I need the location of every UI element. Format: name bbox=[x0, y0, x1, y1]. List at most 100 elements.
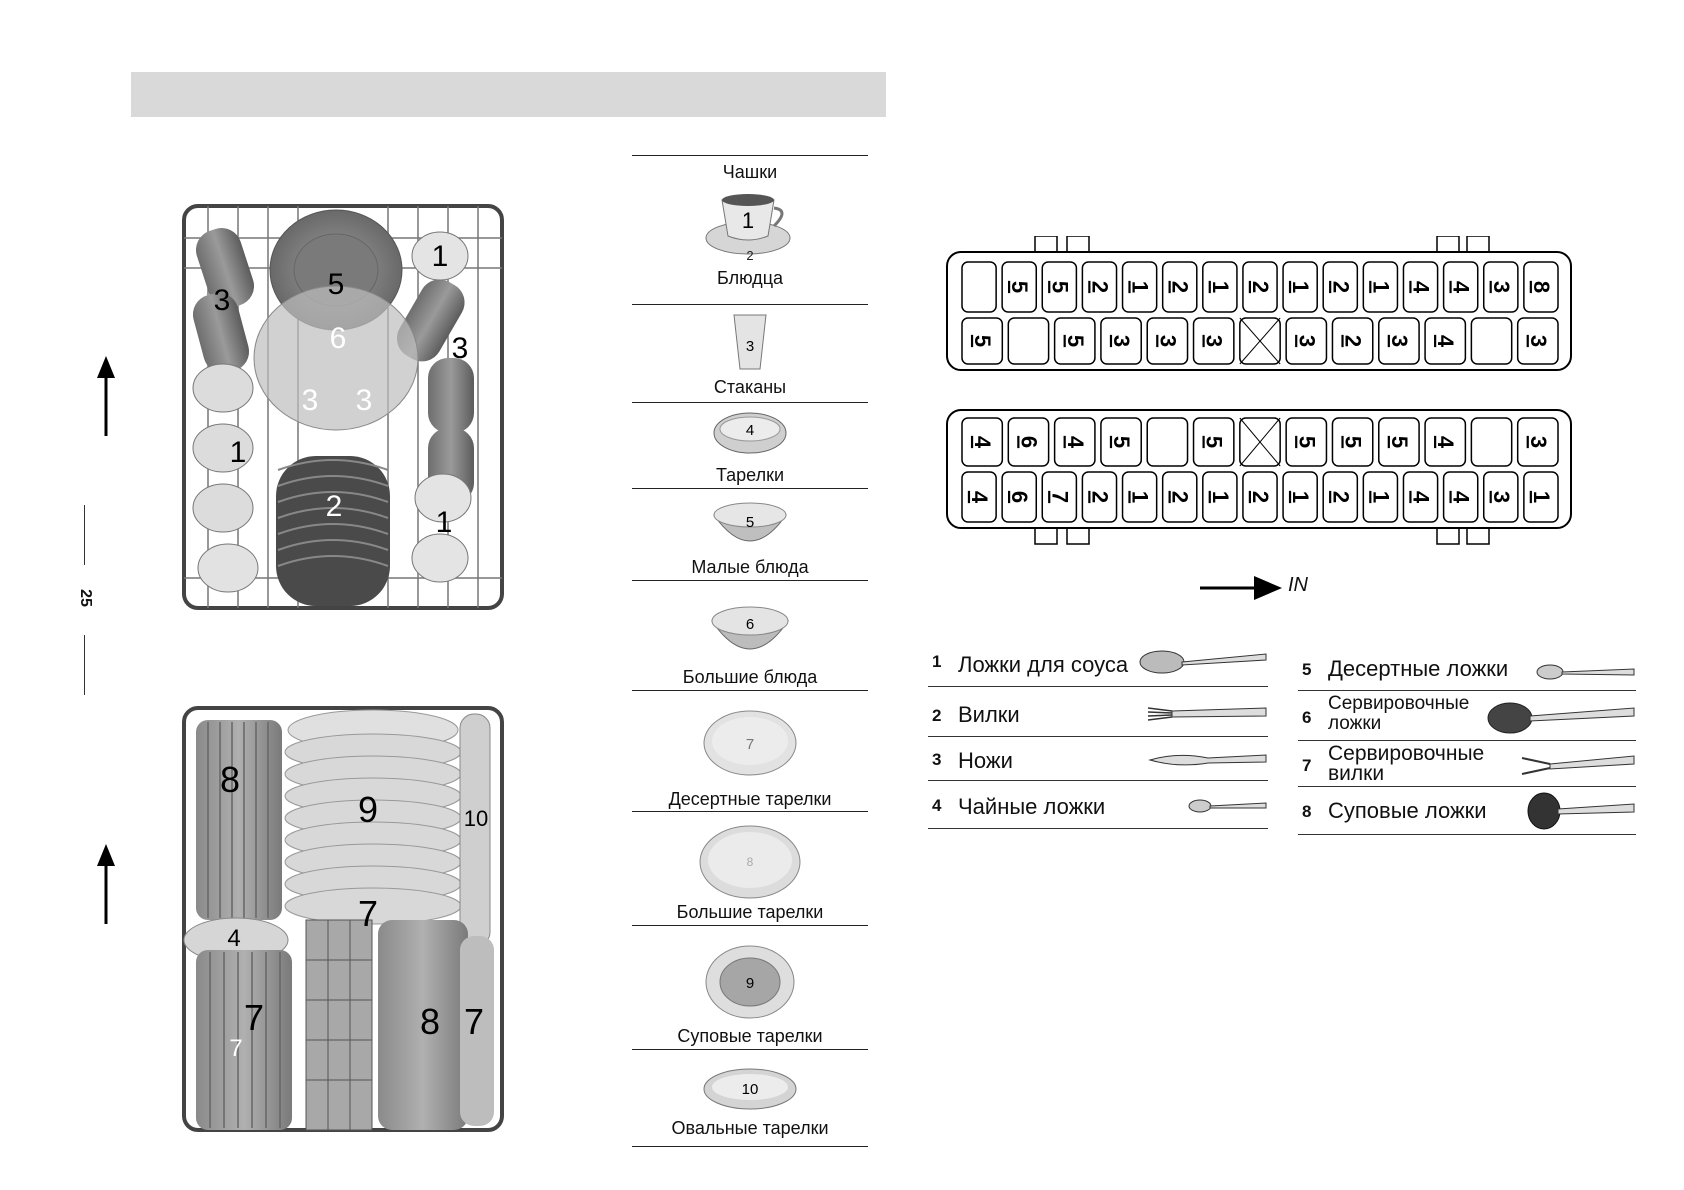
basket-slot: 3 bbox=[1482, 261, 1519, 313]
basket-slot: 4 bbox=[1053, 417, 1096, 467]
basket-clip bbox=[1034, 527, 1058, 545]
rack-label: 5 bbox=[328, 268, 345, 301]
rack-label: 2 bbox=[326, 490, 343, 523]
basket-clip bbox=[1466, 235, 1490, 253]
basket-slot: 1 bbox=[1121, 261, 1158, 313]
slot-label: 3 bbox=[1294, 335, 1319, 347]
basket-slot: 4 bbox=[1424, 417, 1467, 467]
basket-slot: 4 bbox=[961, 471, 997, 523]
basket-slot: 3 bbox=[1516, 317, 1559, 365]
basket-slot: 4 bbox=[1402, 471, 1439, 523]
cutlery-num: 8 bbox=[1302, 802, 1312, 821]
upper-rack-labels: 5 6 3 3 1 3 3 1 2 1 1 bbox=[214, 240, 469, 599]
basket-slot bbox=[1007, 317, 1050, 365]
cutlery-num: 6 bbox=[1302, 708, 1312, 727]
slot-label: 8 bbox=[1529, 281, 1554, 293]
basket-slot: 2 bbox=[1322, 261, 1359, 313]
bowl-icon: 5 bbox=[713, 502, 787, 542]
basket-slot: 1 bbox=[1362, 471, 1399, 523]
cutlery-legend-item: 2 Вилки bbox=[928, 686, 1268, 737]
lower-rack-labels: 8 9 10 4 7 7 7 8 7 bbox=[220, 759, 488, 1062]
rack-label: 1 bbox=[436, 506, 453, 539]
plate-icon: 8 bbox=[699, 825, 801, 899]
knife-icon bbox=[1148, 754, 1267, 766]
basket-slot bbox=[961, 261, 997, 313]
basket-slot: 1 bbox=[1282, 261, 1318, 313]
cutlery-num: 3 bbox=[932, 750, 942, 769]
slot-label: 3 bbox=[1489, 491, 1514, 503]
basket-slot bbox=[1146, 417, 1189, 467]
basket-slot: 2 bbox=[1331, 317, 1374, 365]
basket-slot: 8 bbox=[1523, 261, 1559, 313]
slot-label: 1 bbox=[1368, 491, 1393, 503]
cutlery-num: 1 bbox=[932, 652, 942, 671]
basket-slot: 6 bbox=[1007, 417, 1050, 467]
basket-slot: 2 bbox=[1242, 261, 1278, 313]
slot-label: 2 bbox=[1248, 491, 1273, 503]
slot-label: 1 bbox=[1208, 281, 1233, 293]
slot-label: 2 bbox=[1087, 281, 1112, 293]
basket-slot bbox=[1470, 317, 1513, 365]
rack-label: 7 bbox=[229, 1035, 242, 1062]
fork-icon bbox=[1148, 707, 1267, 721]
rack-label: 3 bbox=[452, 332, 469, 365]
cutlery-legend-item: 8 Суповые ложки bbox=[1298, 786, 1636, 835]
slot-label: 2 bbox=[1328, 281, 1353, 293]
slot-label: 2 bbox=[1341, 335, 1366, 347]
basket-slot: 3 bbox=[1482, 471, 1519, 523]
slot-label: 3 bbox=[1109, 335, 1134, 347]
slot-label: 1 bbox=[1128, 491, 1153, 503]
basket-clip bbox=[1436, 235, 1460, 253]
rack-label: 1 bbox=[448, 597, 449, 599]
slot-label: 3 bbox=[1155, 335, 1180, 347]
dish-label: Стаканы bbox=[713, 377, 787, 397]
dish-legend-item: 7 Десертные тарелки bbox=[632, 690, 868, 812]
dish-legend: Чашки 1 2 Блюдца 3 Стаканы 4 Тарелки bbox=[632, 155, 868, 1147]
rack-label: 3 bbox=[356, 384, 373, 417]
basket-slot: 2 bbox=[1161, 471, 1198, 523]
cutlery-legend-left: 1 Ложки для соуса 2 Вилки 3 Ножи 4 Чайны… bbox=[928, 640, 1268, 830]
svg-text:6: 6 bbox=[746, 616, 754, 633]
cutlery-name: Десертные ложки bbox=[1328, 656, 1509, 681]
basket-slot bbox=[1470, 417, 1513, 467]
cutlery-num: 7 bbox=[1302, 756, 1312, 775]
svg-text:1: 1 bbox=[742, 208, 754, 233]
dish-num: 2 bbox=[746, 248, 754, 263]
slot-label: 5 bbox=[1063, 335, 1088, 347]
cutlery-num: 2 bbox=[932, 706, 942, 725]
cutlery-legend-item: 1 Ложки для соуса bbox=[928, 640, 1268, 687]
basket-slot: 5 bbox=[1331, 417, 1374, 467]
slot-label: 4 bbox=[1409, 281, 1434, 294]
cutlery-name: Сервировочные ложки bbox=[1328, 693, 1470, 734]
slot-label: 4 bbox=[1449, 281, 1474, 294]
svg-text:8: 8 bbox=[747, 855, 754, 869]
slot-label: 3 bbox=[1526, 335, 1551, 347]
dish-legend-item: 6 Большие блюда bbox=[632, 580, 868, 691]
arrow-up-icon bbox=[97, 844, 115, 924]
serving-fork-icon bbox=[1521, 755, 1635, 775]
basket-slot: 3 bbox=[1100, 317, 1142, 365]
page-number-block: 25 bbox=[68, 505, 102, 695]
slot-label: 5 bbox=[970, 335, 995, 347]
slot-label: 5 bbox=[1007, 281, 1032, 293]
rack-label: 3 bbox=[302, 384, 319, 417]
soup-ladle-icon bbox=[1527, 792, 1635, 830]
slot-label: 3 bbox=[1489, 281, 1514, 293]
basket-slot: 4 bbox=[1442, 261, 1479, 313]
slot-label: 3 bbox=[1526, 436, 1551, 448]
basket-slot: 5 bbox=[1285, 417, 1328, 467]
dish-legend-item: 9 Суповые тарелки bbox=[632, 925, 868, 1050]
basket-slot: 5 bbox=[1053, 317, 1096, 365]
cutlery-legend-item: 7 Сервировочные вилки bbox=[1298, 740, 1636, 787]
dish-legend-item: 4 Тарелки bbox=[632, 402, 868, 489]
svg-text:10: 10 bbox=[742, 1081, 759, 1098]
basket-slot: 5 bbox=[961, 317, 1004, 365]
slot-label: 4 bbox=[970, 436, 995, 449]
dish-label: Суповые тарелки bbox=[677, 1026, 823, 1046]
rack-label: 8 bbox=[420, 1001, 440, 1042]
basket-slot: 2 bbox=[1161, 261, 1198, 313]
slot-label: 7 bbox=[1047, 491, 1072, 503]
slot-label: 5 bbox=[1202, 436, 1227, 448]
dish-label: Малые блюда bbox=[691, 557, 809, 577]
